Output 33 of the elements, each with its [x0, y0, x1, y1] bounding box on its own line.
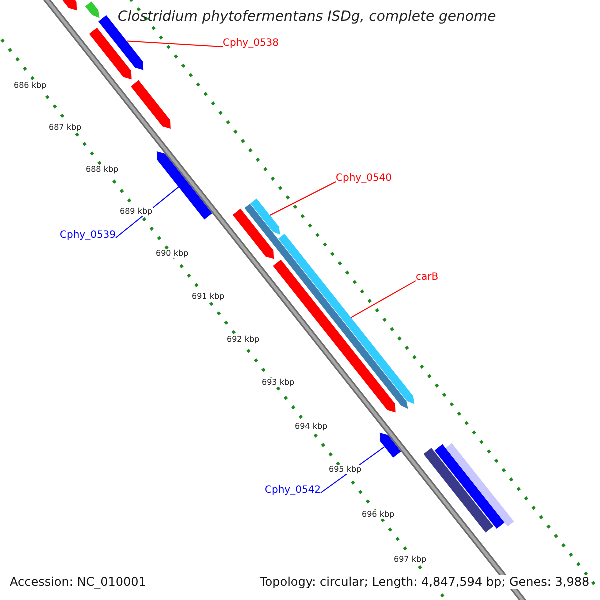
gene-block [424, 448, 494, 533]
gene-block [244, 204, 408, 410]
gene-label: Cphy_0538 [223, 38, 280, 49]
scale-tick-label: 689 kbp [120, 207, 153, 216]
scale-tick-label: 686 kbp [14, 81, 47, 90]
leader-line [126, 40, 224, 48]
gene-block [89, 28, 132, 80]
scale-tick-label: 693 kbp [262, 378, 295, 387]
scale-tick-label: 696 kbp [362, 510, 395, 519]
gene-label: carB [416, 272, 439, 283]
scale-tick-label: 687 kbp [49, 123, 82, 132]
gene-block [380, 432, 402, 458]
scale-tick-label: 691 kbp [192, 292, 225, 301]
gene-block [434, 444, 505, 529]
scale-tick-label: 688 kbp [86, 165, 119, 174]
scale-tick-label: 695 kbp [329, 465, 362, 474]
scale-tick-label: 697 kbp [394, 555, 427, 564]
accession-text: Accession: NC_010001 [10, 575, 146, 589]
gene-block [156, 152, 212, 220]
gene-block [232, 208, 274, 260]
gene-block [131, 80, 171, 129]
gene-block [278, 234, 415, 404]
scale-tick-label: 690 kbp [156, 249, 189, 258]
scale-tick-label: 692 kbp [227, 335, 260, 344]
scale-tick-label: 694 kbp [295, 422, 328, 431]
gene-label: Cphy_0540 [336, 173, 392, 184]
gene-label: Cphy_0539 [60, 230, 116, 241]
gene-block [85, 2, 100, 18]
gene-label: Cphy_0542 [265, 485, 322, 496]
title: Clostridium phytofermentans ISDg, complete genome [118, 9, 496, 25]
genome-info-text: Topology: circular; Length: 4,847,594 bp; Genes: 3,988 [260, 575, 590, 589]
gene-block [446, 443, 514, 527]
gene-block [250, 198, 280, 235]
